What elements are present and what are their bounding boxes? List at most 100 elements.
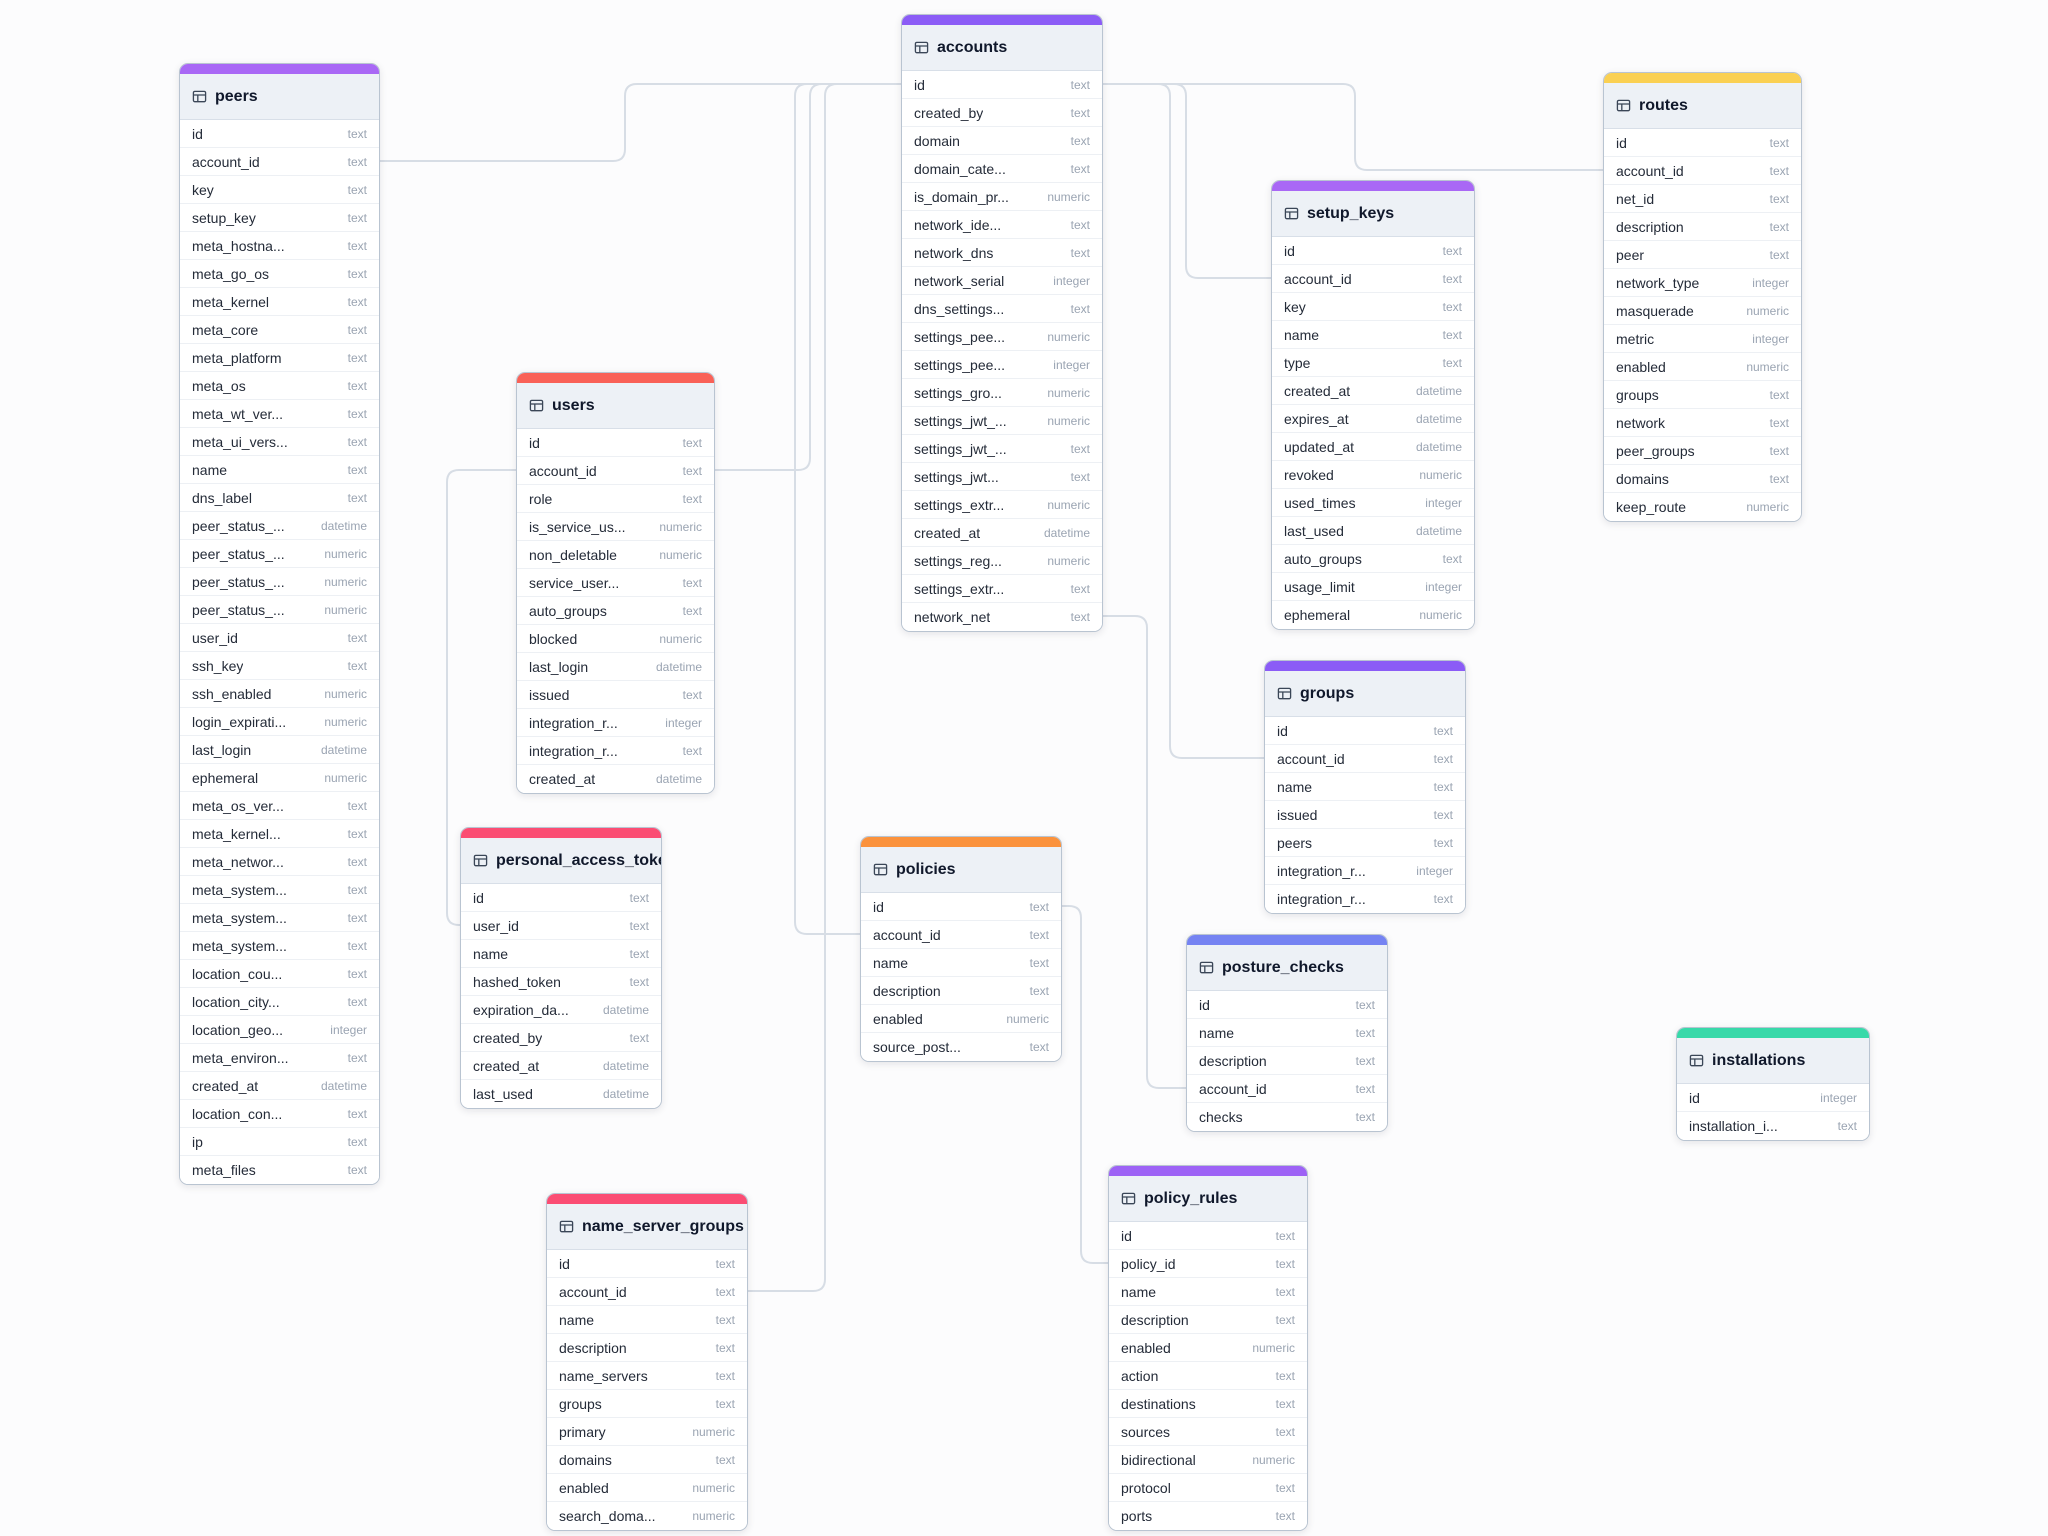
field-row[interactable]: settings_extr...text [902, 575, 1102, 603]
field-row[interactable]: settings_pee...integer [902, 351, 1102, 379]
table-header[interactable]: posture_checks [1187, 945, 1387, 991]
field-row[interactable]: meta_system...text [180, 876, 379, 904]
field-row[interactable]: meta_environ...text [180, 1044, 379, 1072]
field-row[interactable]: integration_r...text [1265, 885, 1465, 913]
field-row[interactable]: integration_r...text [517, 737, 714, 765]
field-row[interactable]: peer_status_...numeric [180, 540, 379, 568]
field-row[interactable]: settings_reg...numeric [902, 547, 1102, 575]
table-header[interactable]: installations [1677, 1038, 1869, 1084]
field-row[interactable]: meta_networ...text [180, 848, 379, 876]
field-row[interactable]: integration_r...integer [1265, 857, 1465, 885]
table-header[interactable]: policy_rules [1109, 1176, 1307, 1222]
table-header[interactable]: users [517, 383, 714, 429]
table-header[interactable]: groups [1265, 671, 1465, 717]
table-header[interactable]: personal_access_tokens [461, 838, 661, 884]
field-row[interactable]: meta_hostna...text [180, 232, 379, 260]
table-header[interactable]: accounts [902, 25, 1102, 71]
field-row[interactable]: expiration_da...datetime [461, 996, 661, 1024]
field-row[interactable]: settings_jwt_...numeric [902, 407, 1102, 435]
field-row[interactable]: meta_system...text [180, 932, 379, 960]
field-row[interactable]: peer_status_...datetime [180, 512, 379, 540]
table-header[interactable]: routes [1604, 83, 1801, 129]
field-row[interactable]: login_expirati...numeric [180, 708, 379, 736]
field-row[interactable]: settings_jwt_...text [902, 435, 1102, 463]
field-row[interactable]: meta_kernel...text [180, 820, 379, 848]
field-row[interactable]: location_cou...text [180, 960, 379, 988]
field-row[interactable]: search_doma...numeric [547, 1502, 747, 1530]
field-row[interactable]: source_post...text [861, 1033, 1061, 1061]
